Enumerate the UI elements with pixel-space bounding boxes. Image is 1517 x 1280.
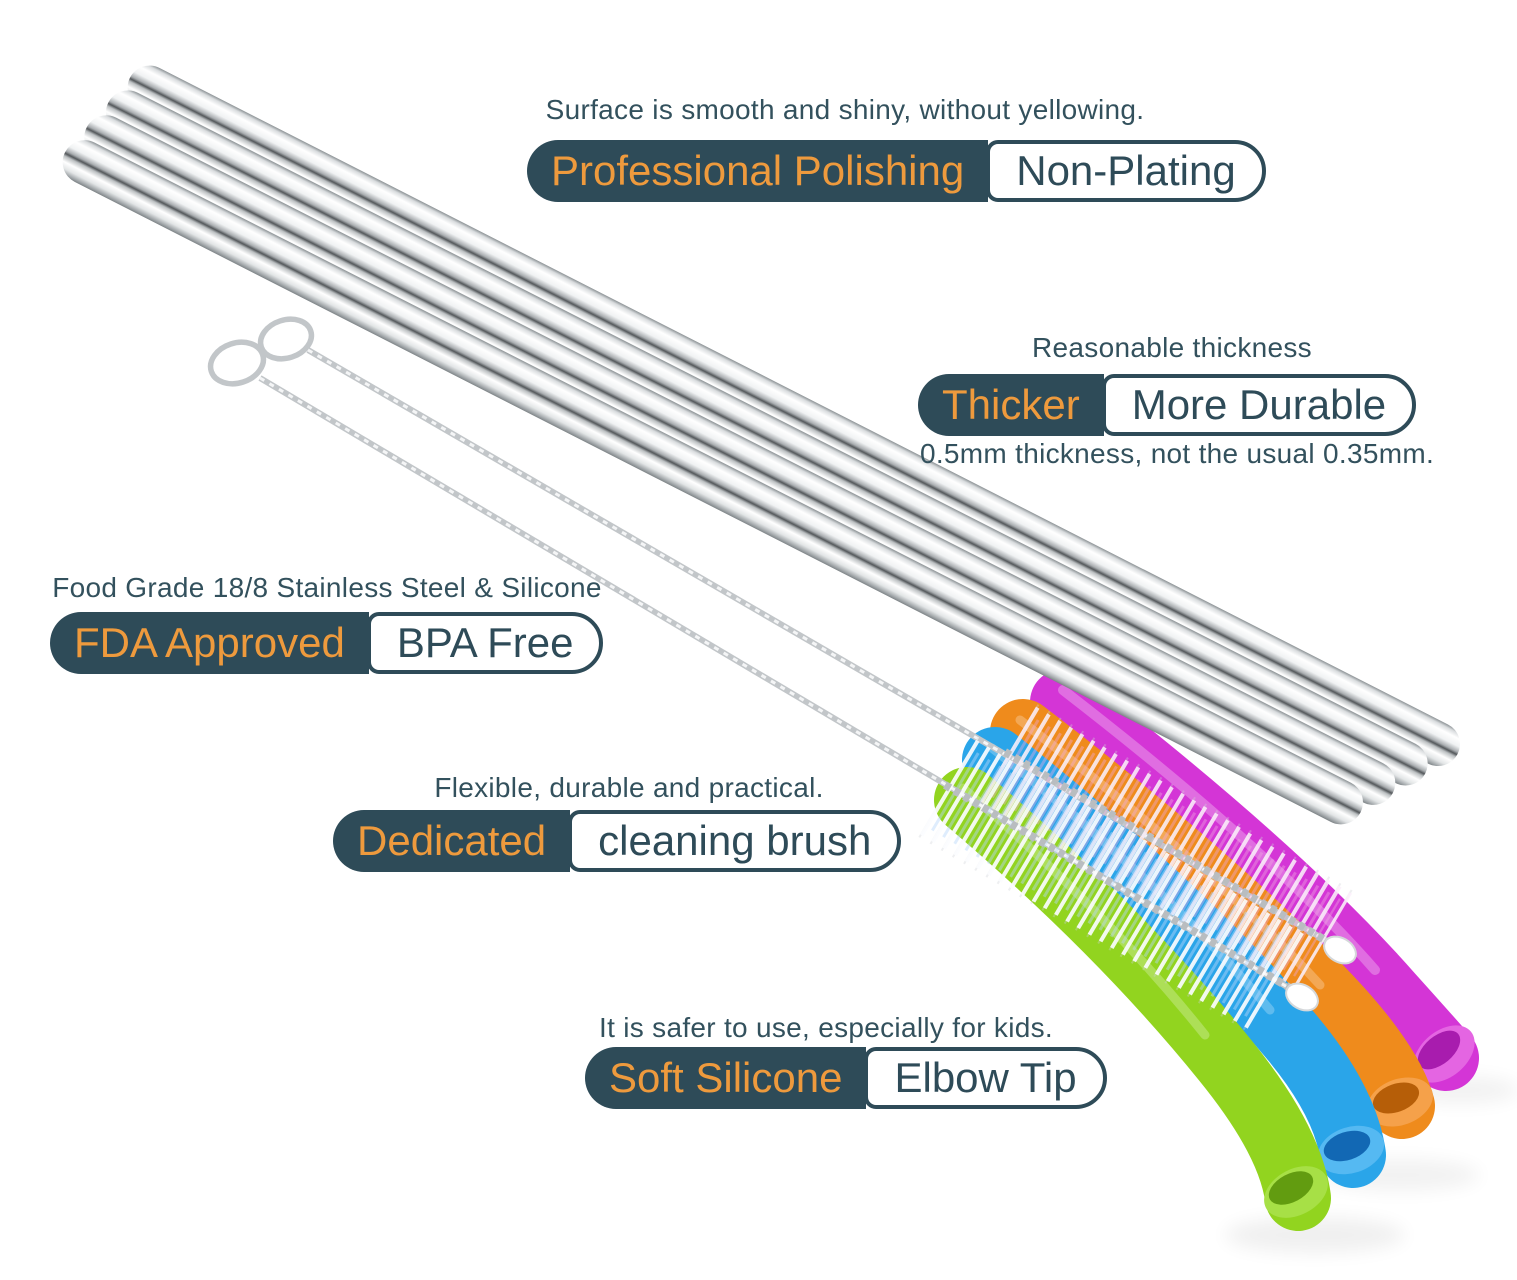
- badge-soft-tip: Soft Silicone Elbow Tip: [585, 1047, 1107, 1109]
- silicone-tip-green: [934, 767, 1331, 1231]
- badge-cleaning-brush-highlight: Dedicated: [333, 810, 571, 872]
- badge-cleaning-brush: Dedicated cleaning brush: [333, 810, 902, 872]
- cleaning-brush-upper: [306, 347, 1357, 991]
- caption-thickness: Reasonable thickness: [1032, 332, 1312, 363]
- badge-cleaning-brush-label: cleaning brush: [568, 810, 902, 872]
- caption-material: Food Grade 18/8 Stainless Steel & Silico…: [52, 572, 602, 603]
- badge-material-highlight: FDA Approved: [50, 612, 369, 674]
- brush-loop-handle: [207, 339, 267, 387]
- badge-polishing-label: Non-Plating: [986, 140, 1266, 202]
- caption-soft-tip: It is safer to use, especially for kids.: [599, 1012, 1053, 1043]
- badge-soft-tip-highlight: Soft Silicone: [585, 1047, 867, 1109]
- badge-soft-tip-label: Elbow Tip: [864, 1047, 1107, 1109]
- badge-polishing: Professional Polishing Non-Plating: [527, 140, 1266, 202]
- badge-thickness-label: More Durable: [1101, 374, 1417, 436]
- badge-thickness: Thicker More Durable: [918, 374, 1417, 436]
- stainless-straws: [62, 65, 1461, 825]
- badge-thickness-highlight: Thicker: [918, 374, 1104, 436]
- brush-loop-handle: [257, 316, 315, 362]
- subcaption-thickness: 0.5mm thickness, not the usual 0.35mm.: [919, 438, 1435, 469]
- badge-material: FDA Approved BPA Free: [50, 612, 604, 674]
- cleaning-brushes: [207, 316, 1357, 1035]
- badge-material-label: BPA Free: [366, 612, 604, 674]
- caption-polishing: Surface is smooth and shiny, without yel…: [545, 94, 1145, 125]
- cleaning-brush-lower: [258, 375, 1319, 1035]
- badge-polishing-highlight: Professional Polishing: [527, 140, 989, 202]
- caption-cleaning-brush: Flexible, durable and practical.: [434, 772, 824, 803]
